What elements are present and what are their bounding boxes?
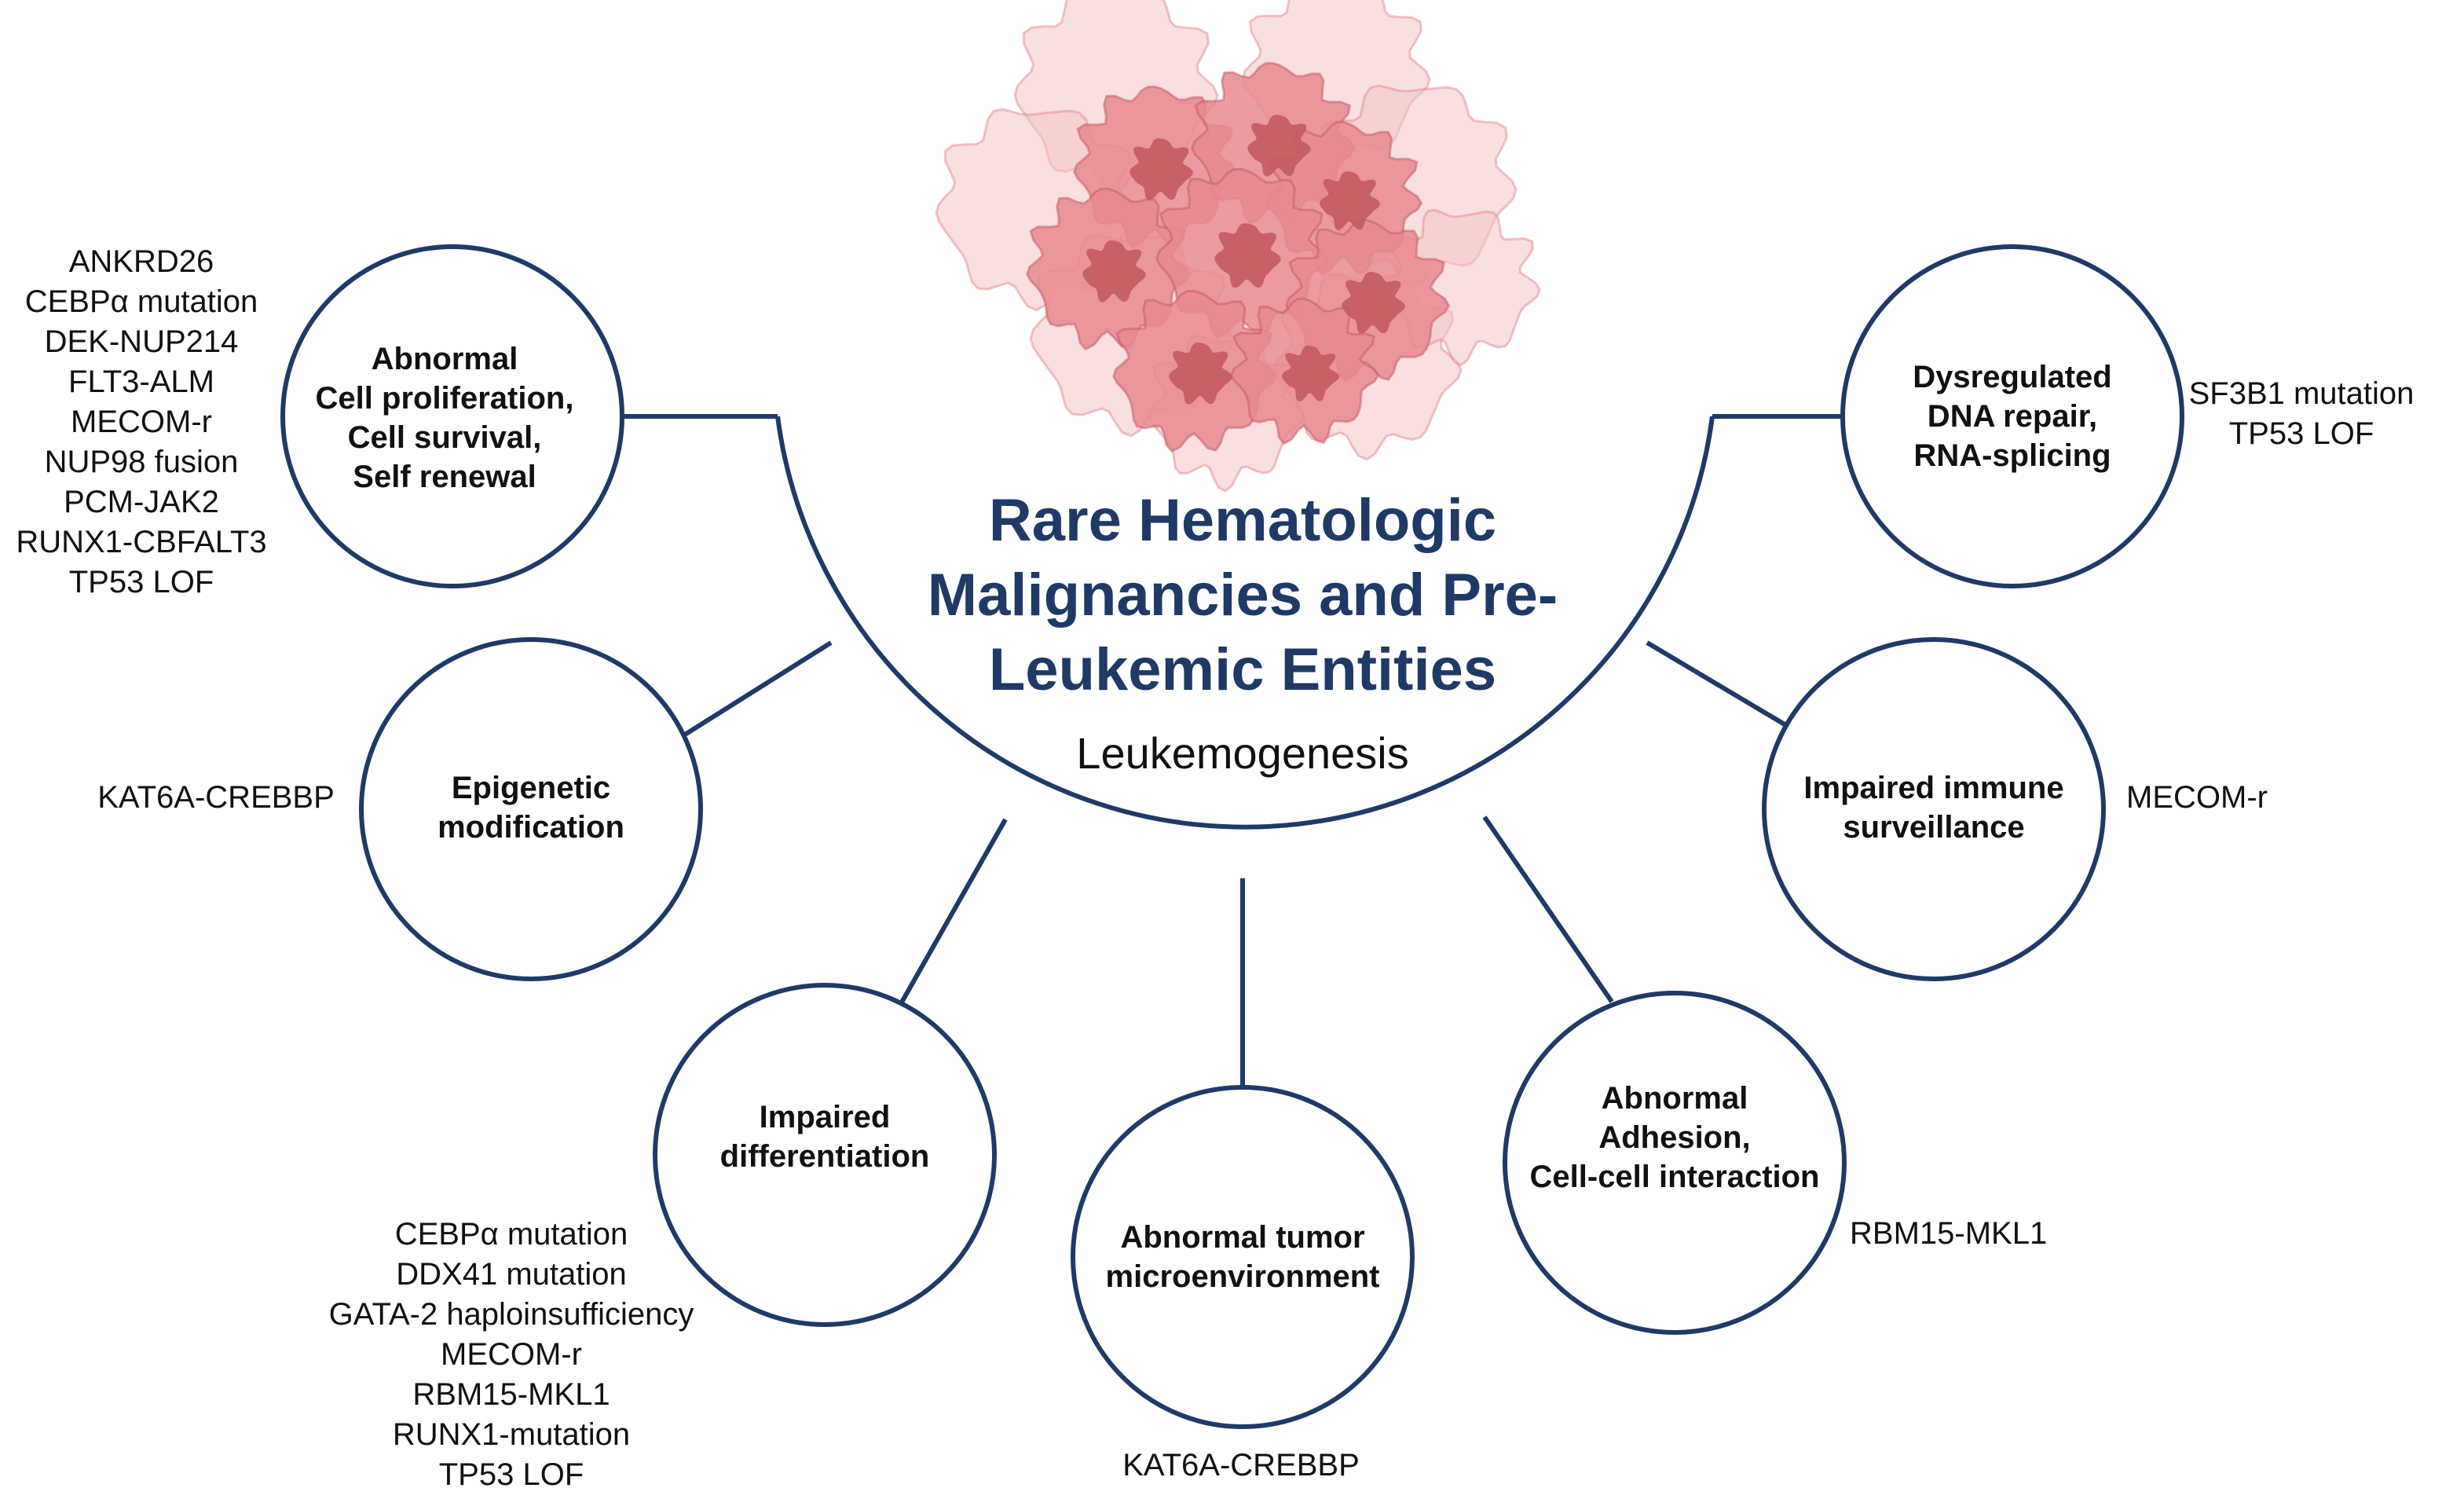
- connector-immune: [1646, 640, 1786, 727]
- node-label-microenvironment: Abnormal tumor microenvironment: [1106, 1218, 1380, 1296]
- gene-item: KAT6A-CREBBP: [97, 780, 335, 815]
- cell-shape: [1082, 240, 1146, 302]
- cell-shape: [1320, 170, 1380, 231]
- gene-item: TP53 LOF: [2228, 416, 2374, 451]
- node-circle-immune: [1762, 637, 2106, 981]
- gene-list-proliferation: ANKRD26 CEBPα mutation DEK-NUP214 FLT3-A…: [16, 242, 266, 603]
- node-label-line: Impaired: [759, 1100, 891, 1134]
- diagram-subtitle: Leukemogenesis: [1076, 728, 1409, 778]
- gene-item: DDX41 mutation: [396, 1257, 627, 1292]
- node-circle-microenvironment: [1071, 1085, 1415, 1429]
- gene-item: PCM-JAK2: [64, 485, 219, 519]
- node-label-line: Impaired immune: [1803, 771, 2064, 805]
- title-line: Rare Hematologic: [988, 487, 1497, 554]
- node-label-line: DNA repair,: [1927, 399, 2098, 434]
- cell-shape: [1214, 223, 1281, 288]
- node-label-proliferation: Abnormal Cell proliferation, Cell surviv…: [316, 339, 574, 497]
- node-label-line: Cell-cell interaction: [1529, 1160, 1820, 1194]
- gene-item: DEK-NUP214: [44, 324, 239, 359]
- node-label-line: Dysregulated: [1913, 360, 2112, 394]
- node-label-line: Cell proliferation,: [315, 381, 574, 416]
- title-line: Leukemic Entities: [988, 636, 1497, 703]
- connector-adhesion: [1482, 815, 1614, 1003]
- gene-item: MECOM-r: [71, 405, 212, 439]
- node-label-line: Cell survival,: [347, 420, 542, 455]
- diagram-title: Rare Hematologic Malignancies and Pre- L…: [928, 483, 1558, 707]
- gene-item: RBM15-MKL1: [1850, 1216, 2048, 1251]
- node-label-line: RNA-splicing: [1913, 438, 2111, 473]
- gene-list-microenvironment: KAT6A-CREBBP: [1122, 1446, 1360, 1486]
- gene-list-differentiation: CEBPα mutation DDX41 mutation GATA-2 hap…: [329, 1215, 694, 1495]
- cell-shape: [1247, 115, 1311, 177]
- node-label-line: Abnormal: [371, 342, 518, 376]
- gene-item: FLT3-ALM: [68, 365, 214, 399]
- node-label-dna-repair: Dysregulated DNA repair, RNA-splicing: [1913, 357, 2111, 475]
- gene-list-immune: MECOM-r: [2126, 778, 2268, 818]
- gene-list-dna-repair: SF3B1 mutation TP53 LOF: [2189, 374, 2415, 454]
- node-label-differentiation: Impaired differentiation: [720, 1098, 930, 1176]
- gene-item: CEBPα mutation: [394, 1217, 628, 1252]
- gene-item: RUNX1-mutation: [392, 1417, 631, 1452]
- gene-list-epigenetic: KAT6A-CREBBP: [97, 778, 335, 818]
- cancer-cell-cluster-illustration: [935, 0, 1541, 493]
- gene-item: RUNX1-CBFALT3: [16, 525, 267, 559]
- node-label-adhesion: Abnormal Adhesion, Cell-cell interaction: [1530, 1079, 1820, 1197]
- gene-item: NUP98 fusion: [44, 445, 239, 479]
- cell-shape: [1342, 272, 1405, 334]
- node-label-line: modification: [438, 810, 624, 845]
- gene-item: MECOM-r: [441, 1337, 582, 1372]
- node-label-line: Abnormal tumor: [1120, 1220, 1365, 1255]
- node-label-immune: Impaired immune surveillance: [1803, 768, 2063, 847]
- gene-item: TP53 LOF: [438, 1457, 584, 1492]
- node-label-line: Self renewal: [353, 460, 536, 494]
- gene-item: KAT6A-CREBBP: [1122, 1448, 1360, 1483]
- gene-item: ANKRD26: [68, 244, 214, 279]
- node-circle-adhesion: [1503, 991, 1847, 1335]
- gene-item: GATA-2 haploinsufficiency: [328, 1297, 694, 1332]
- node-label-line: Adhesion,: [1598, 1120, 1751, 1155]
- gene-item: SF3B1 mutation: [2188, 376, 2415, 411]
- node-circle-proliferation: [280, 244, 624, 588]
- gene-item: MECOM-r: [2126, 780, 2268, 815]
- gene-list-adhesion: RBM15-MKL1: [1850, 1214, 2047, 1254]
- connector-epigenetic: [683, 640, 833, 737]
- connector-differentiation: [897, 818, 1008, 1008]
- node-label-line: surveillance: [1843, 810, 2025, 845]
- gene-item: TP53 LOF: [68, 565, 214, 599]
- gene-item: RBM15-MKL1: [412, 1377, 610, 1412]
- node-circle-differentiation: [653, 983, 997, 1327]
- node-label-line: differentiation: [719, 1139, 930, 1174]
- central-hub-arc: [775, 416, 1715, 830]
- node-label-line: Epigenetic: [451, 771, 611, 805]
- gene-item: CEBPα mutation: [24, 284, 258, 319]
- node-label-line: microenvironment: [1105, 1259, 1380, 1294]
- node-circle-dna-repair: [1840, 244, 2184, 588]
- cell-shape: [1129, 138, 1193, 200]
- cell-shape: [1169, 343, 1232, 405]
- node-circle-epigenetic: [359, 637, 703, 981]
- title-line: Malignancies and Pre-: [927, 562, 1558, 629]
- cell-shape: [1281, 345, 1340, 402]
- node-label-epigenetic: Epigenetic modification: [438, 768, 624, 847]
- node-label-line: Abnormal: [1601, 1081, 1748, 1116]
